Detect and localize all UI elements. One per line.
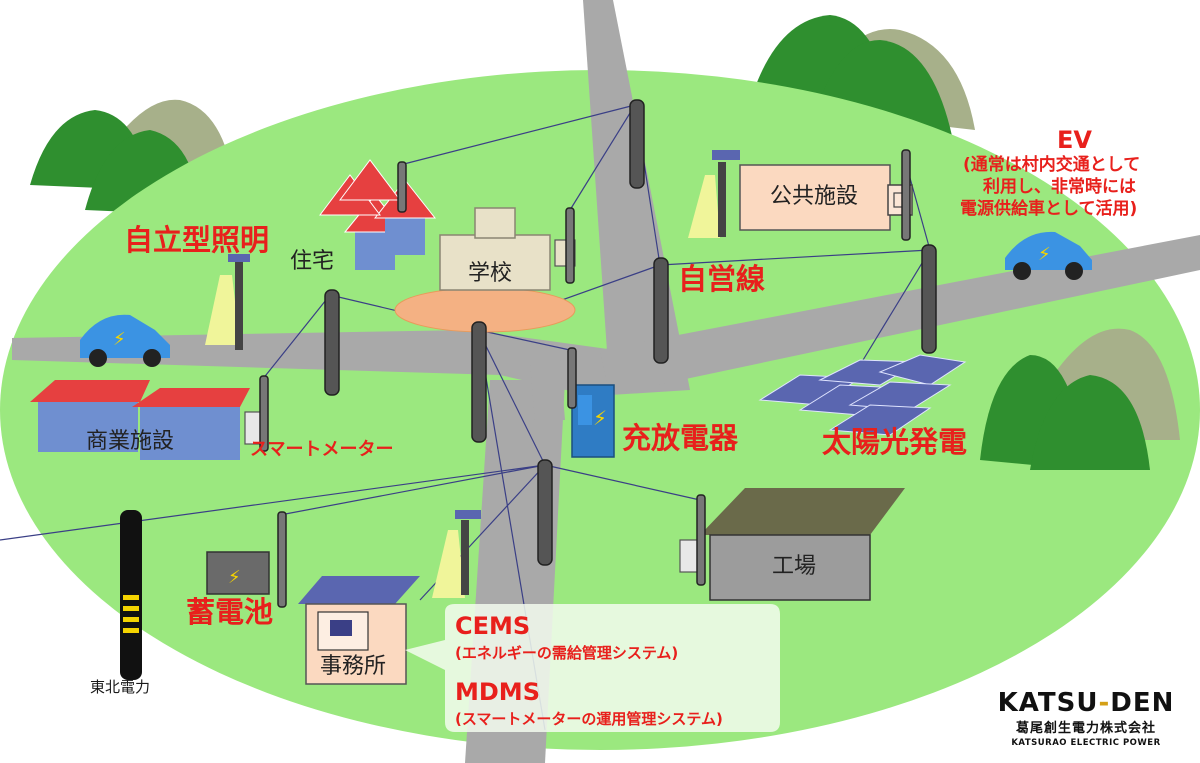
label-charger: 充放電器 [622, 421, 739, 455]
ev-car-right-icon: ⚡ [1005, 231, 1092, 280]
road-main-right [600, 235, 1200, 395]
label-ev-title: EV [1057, 126, 1092, 154]
cems-desc: (エネルギーの需給管理システム) [455, 644, 679, 662]
commercial-facility-icon [30, 380, 268, 460]
streetlights [205, 150, 740, 598]
svg-text:⚡: ⚡ [113, 329, 126, 350]
ev-car-left-icon: ⚡ [80, 314, 170, 367]
solar-panels-icon [758, 354, 967, 436]
label-factory: 工場 [772, 554, 817, 579]
school-icon [439, 207, 576, 291]
battery-icon: ⚡ [206, 551, 270, 595]
label-public-facility: 公共施設 [770, 184, 859, 209]
logo-company-en: KATSURAO ELECTRIC POWER [1011, 738, 1161, 748]
logo-wordmark: KATSU-DEN [986, 690, 1186, 716]
hills-right [980, 328, 1180, 470]
svg-text:⚡: ⚡ [228, 567, 241, 588]
charger-icon: ⚡ [571, 384, 615, 458]
label-school: 学校 [468, 261, 513, 286]
office-icon [298, 576, 420, 685]
hill-right-dark-2 [1030, 375, 1150, 470]
label-battery: 蓄電池 [186, 595, 274, 629]
systems-callout [405, 604, 780, 732]
company-logo: KATSU-DEN 葛尾創生電力株式会社 KATSURAO ELECTRIC P… [986, 690, 1186, 748]
label-ev-note-3: 電源供給車として活用) [960, 199, 1138, 219]
road-to-charger [530, 360, 565, 420]
mdms-desc: (スマートメーターの運用管理システム) [455, 710, 723, 728]
label-jiritsu-lighting: 自立型照明 [124, 223, 270, 257]
mdms-name: MDMS [455, 678, 540, 706]
houses-icon [319, 159, 437, 270]
svg-text:⚡: ⚡ [593, 406, 607, 430]
label-housing: 住宅 [290, 249, 335, 274]
utility-poles [259, 99, 937, 608]
logo-wordmark-left: KATSU [997, 688, 1099, 718]
label-commercial: 商業施設 [86, 429, 175, 454]
cems-name: CEMS [455, 612, 531, 640]
label-ev-note-1: (通常は村内交通として [963, 155, 1141, 175]
svg-text:⚡: ⚡ [1038, 244, 1051, 265]
logo-company-jp: 葛尾創生電力株式会社 [1015, 721, 1156, 736]
logo-wordmark-right: DEN [1110, 688, 1175, 718]
label-ev-note-2: 利用し、非常時には [983, 177, 1136, 197]
label-solar: 太陽光発電 [822, 425, 968, 459]
label-private-line: 自営線 [678, 262, 766, 296]
label-smart-meter: スマートメーター [250, 439, 394, 460]
logo-wordmark-dash: - [1098, 688, 1111, 718]
label-office: 事務所 [320, 654, 387, 679]
factory-icon [679, 488, 905, 601]
label-tohoku: 東北電力 [90, 678, 151, 696]
tohoku-pole-icon [120, 510, 142, 680]
